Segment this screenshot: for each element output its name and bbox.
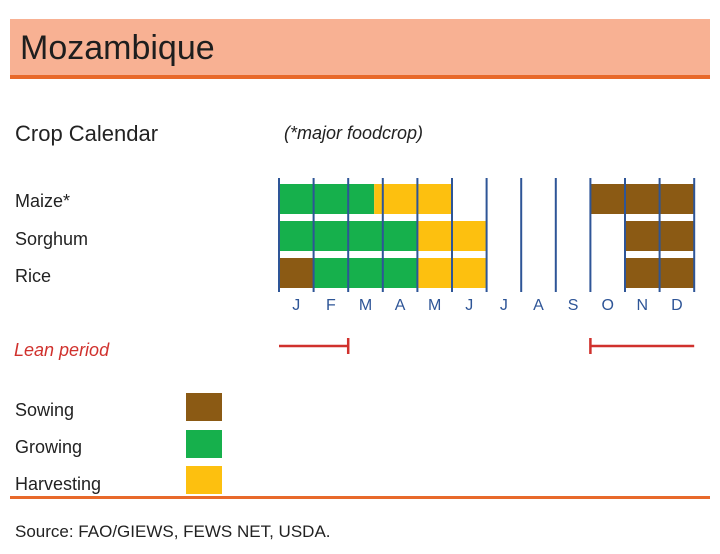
month-label-8: S [568, 297, 579, 314]
bar-maize-growing-0 [279, 184, 375, 214]
legend-swatch-sowing [186, 393, 222, 421]
source-note: Source: FAO/GIEWS, FEWS NET, USDA. [15, 522, 331, 541]
month-label-10: N [637, 297, 649, 314]
month-label-2: M [359, 297, 372, 314]
month-label-5: J [465, 297, 473, 314]
title-banner: Mozambique [10, 19, 710, 79]
month-label-6: J [500, 297, 508, 314]
footer-divider [10, 496, 710, 499]
crop-label-rice: Rice [15, 266, 52, 286]
section-title: Crop Calendar [15, 121, 159, 146]
month-label-0: J [292, 297, 300, 314]
crop-label-sorghum: Sorghum [15, 229, 89, 249]
legend-swatch-harvesting [186, 466, 222, 494]
month-label-9: O [601, 297, 613, 314]
legend-label-growing: Growing [15, 437, 83, 457]
lean-period-label: Lean period [14, 340, 110, 360]
crop-label-maize: Maize* [15, 191, 71, 211]
month-label-7: A [533, 297, 544, 314]
bar-rice-growing-1 [313, 258, 418, 288]
month-label-4: M [428, 297, 441, 314]
month-label-1: F [326, 297, 336, 314]
chart-subtitle: (*major foodcrop) [284, 123, 424, 143]
bar-maize-harvesting-1 [374, 184, 452, 214]
bar-maize-sowing-2 [590, 184, 695, 214]
month-label-3: A [395, 297, 406, 314]
legend-swatch-growing [186, 430, 222, 458]
bar-rice-sowing-0 [279, 258, 314, 288]
month-label-11: D [671, 297, 683, 314]
legend-label-harvesting: Harvesting [15, 474, 102, 494]
legend-label-sowing: Sowing [15, 400, 75, 420]
page-title: Mozambique [20, 29, 215, 67]
